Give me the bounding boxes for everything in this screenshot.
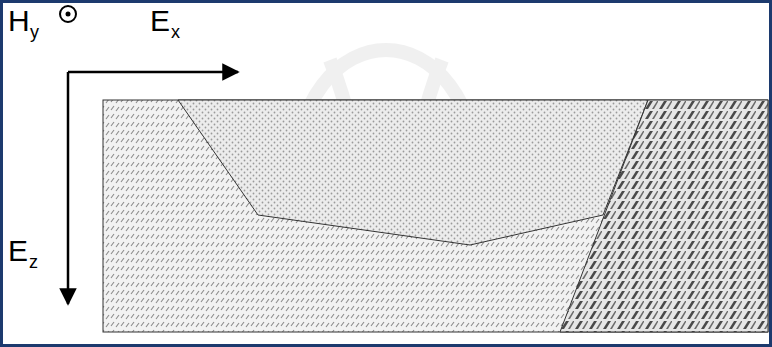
field-symbol: H — [8, 6, 30, 36]
ex-arrow — [68, 71, 238, 74]
field-symbol: E — [8, 236, 28, 266]
field-subscript: z — [29, 253, 38, 271]
field-subscript: x — [171, 23, 180, 41]
field-out-of-page-dot — [66, 12, 71, 17]
field-subscript: y — [30, 23, 39, 41]
field-out-of-page-symbol — [60, 6, 76, 22]
field-symbol: E — [150, 6, 170, 36]
ez-arrow — [67, 72, 70, 304]
basement-block — [103, 100, 768, 332]
sedimentary-basin — [178, 100, 648, 245]
fault-block — [560, 100, 768, 332]
